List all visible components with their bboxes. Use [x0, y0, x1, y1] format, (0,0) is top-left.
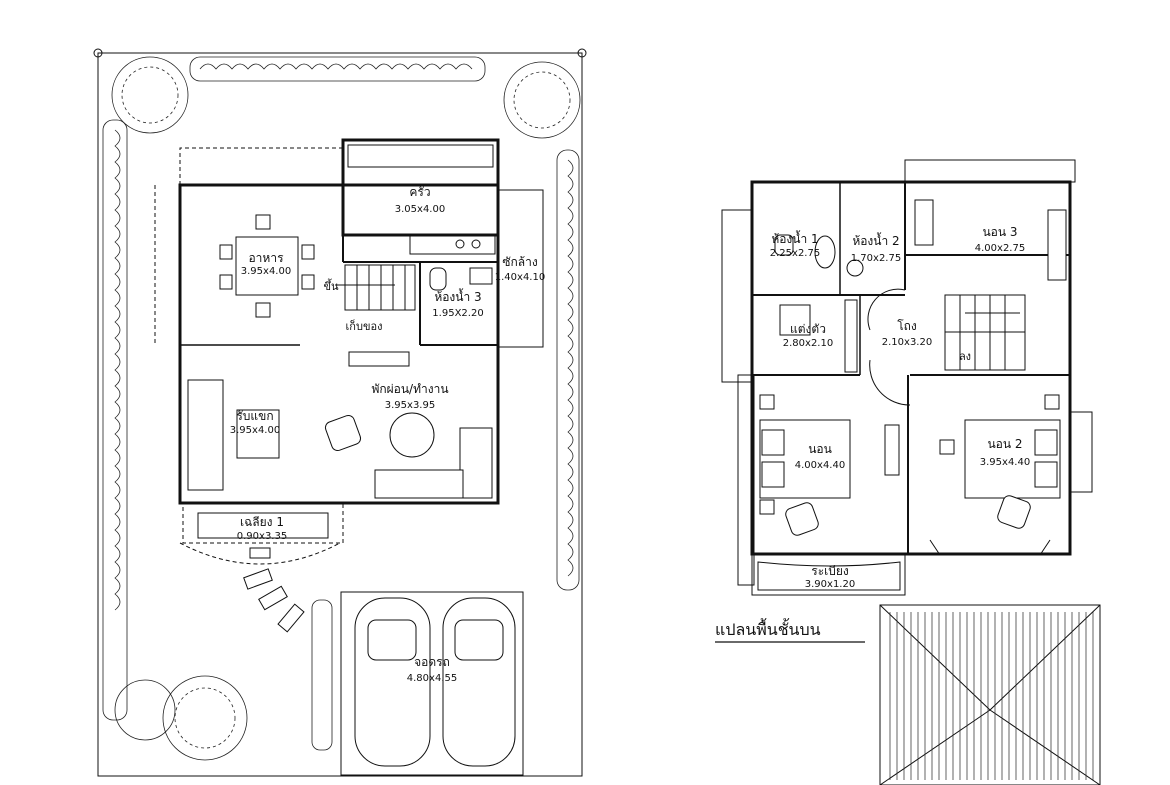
- bed1-label: นอน: [808, 442, 832, 456]
- upper-floor-plan: ห้องน้ำ 1 2.25x2.75 ห้องน้ำ 2 1.70x2.75 …: [715, 159, 1101, 785]
- ground-stair: [335, 264, 416, 311]
- stair-down-note: ลง: [959, 350, 971, 363]
- bed3-label: นอน 3: [982, 225, 1017, 239]
- balcony-label: ระเบียง: [811, 564, 849, 578]
- bath3-dim: 1.95X2.20: [432, 308, 483, 319]
- dining-table: [219, 214, 315, 318]
- balcony-dim: 3.90x1.20: [805, 579, 855, 590]
- bed2-furniture: [884, 394, 1061, 529]
- terrace1-dim: 0.90x3.35: [237, 531, 287, 542]
- washing-dim: 1.40x4.10: [495, 272, 545, 283]
- hall-dim: 2.10x3.20: [882, 337, 932, 348]
- upper-stair: [944, 294, 1026, 371]
- dressing-dim: 2.80x2.10: [783, 338, 833, 349]
- carport-dim: 4.80x4.55: [407, 673, 457, 684]
- carport-area: [340, 591, 524, 776]
- garden-hedges: [102, 56, 581, 761]
- kitchen-dim: 3.05x4.00: [395, 204, 445, 215]
- reception-dim: 3.95x4.00: [230, 425, 280, 436]
- bath2-label: ห้องน้ำ 2: [852, 232, 899, 248]
- bath1-dim: 2.25x2.75: [770, 248, 820, 259]
- upper-floor-title: แปลนพื้นชั้นบน: [715, 618, 821, 639]
- reception-label: รับแขก: [236, 409, 273, 423]
- roof-plan: [879, 604, 1101, 785]
- site-boundary: [97, 52, 583, 777]
- living-label: พักผ่อน/ทำงาน: [371, 382, 448, 396]
- terrace1-label: เฉลียง 1: [240, 515, 284, 529]
- kitchen-label: ครัว: [409, 185, 430, 199]
- bed3-dim: 4.00x2.75: [975, 243, 1025, 254]
- dining-label: อาหาร: [248, 251, 284, 265]
- dressing-label: แต่งตัว: [790, 322, 826, 336]
- dining-dim: 3.95x4.00: [241, 266, 291, 277]
- storage-note: เก็บของ: [346, 319, 383, 333]
- washing-label: ซักล้าง: [502, 255, 537, 269]
- bed2-dim: 3.95x4.40: [980, 457, 1030, 468]
- carport-label: จอดรถ: [414, 655, 450, 669]
- bed2-label: นอน 2: [987, 437, 1022, 451]
- hall-label: โถง: [897, 319, 917, 333]
- ground-floor-plan: ครัว 3.05x4.00 อาหาร 3.95x4.00 ซักล้าง 1…: [93, 48, 587, 777]
- stair-up-note: ขึ้น: [323, 278, 339, 293]
- bath1-label: ห้องน้ำ 1: [771, 230, 818, 246]
- bath2-dim: 1.70x2.75: [851, 253, 901, 264]
- bath3-label: ห้องน้ำ 3: [434, 288, 481, 304]
- living-dim: 3.95x3.95: [385, 400, 435, 411]
- bed1-dim: 4.00x4.40: [795, 460, 845, 471]
- bed1-furniture: [759, 394, 851, 536]
